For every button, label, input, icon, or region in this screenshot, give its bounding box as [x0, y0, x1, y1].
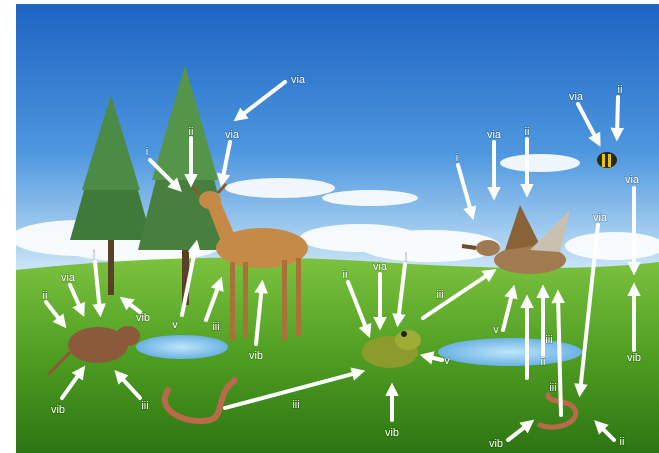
pond-left [136, 335, 228, 359]
label-vib-right: vib [627, 352, 641, 364]
label-vib-to-frog: vib [385, 427, 399, 439]
label-vib-to-worm-right: vib [489, 438, 503, 450]
label-i-to-frog: i [405, 252, 407, 264]
label-iii-to-duck: iii [545, 334, 552, 346]
label-i-to-duck: i [456, 152, 458, 164]
label-iii-to-deer: iii [212, 321, 219, 333]
label-ii-to-deer-top: ii [189, 126, 194, 138]
label-iii-to-rodent: iii [141, 400, 148, 412]
label-via-to-rodent: via [61, 272, 76, 284]
label-v-from-deer: v [172, 319, 178, 331]
label-via-to-worm-right: via [625, 174, 640, 186]
label-via-to-bee: via [569, 91, 584, 103]
label-v-to-frog: v [444, 355, 450, 367]
label-vib-to-rodent: vib [51, 404, 65, 416]
label-ii-to-frog: ii [343, 269, 348, 281]
label-via-right: via [593, 212, 608, 224]
label-iii-worm-to-frog: iii [292, 399, 299, 411]
label-i-to-deer: i [146, 146, 148, 158]
label-iii-frog-to-duck: iii [436, 289, 443, 301]
arrow-ii-to-bee [617, 97, 618, 136]
bee [597, 152, 617, 168]
label-iii-worm-to-duck: iii [549, 382, 556, 394]
label-ii-to-duck-2: ii [541, 356, 546, 368]
label-via-to-frog: via [373, 261, 388, 273]
label-ii-to-bee: ii [618, 84, 623, 96]
label-via-to-deer-2: via [225, 129, 240, 141]
label-ii-to-rodent: ii [43, 290, 48, 302]
label-ii-to-worm-right: ii [620, 436, 625, 448]
label-i-to-rodent: i [93, 249, 95, 261]
label-vib-left-top: vib [136, 312, 150, 324]
label-via-to-duck: via [487, 129, 502, 141]
label-vib-to-deer: vib [249, 350, 263, 362]
label-ii-to-duck: ii [525, 126, 530, 138]
label-via-to-deer: via [291, 74, 306, 86]
label-v-to-duck: v [493, 324, 499, 336]
